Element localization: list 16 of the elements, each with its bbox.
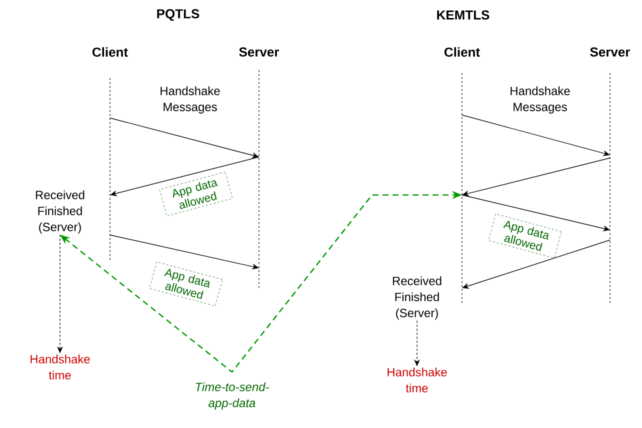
dashed-box: App data allowed bbox=[488, 214, 562, 258]
edge-label: Handshake Messages bbox=[160, 86, 220, 114]
time-label: Handshake time bbox=[388, 368, 447, 392]
edge-label: Time-to-send-app-data bbox=[196, 382, 270, 410]
lifeline: Client bbox=[92, 47, 128, 260]
lifeline: Client bbox=[444, 47, 480, 306]
heading: PQTLS bbox=[157, 9, 200, 21]
dashed-box: App data allowed bbox=[159, 172, 233, 216]
event-label: Received Finished (Server) bbox=[36, 190, 84, 234]
lifeline: Server bbox=[590, 47, 630, 306]
edge-label: Handshake Messages bbox=[510, 86, 570, 114]
event-label: Received Finished (Server) bbox=[392, 276, 442, 320]
lifeline: Server bbox=[239, 47, 280, 290]
dashed-box: App data allowed bbox=[149, 262, 223, 306]
heading: KEMTLS bbox=[437, 10, 490, 20]
time-label: Handshake time bbox=[30, 354, 90, 380]
